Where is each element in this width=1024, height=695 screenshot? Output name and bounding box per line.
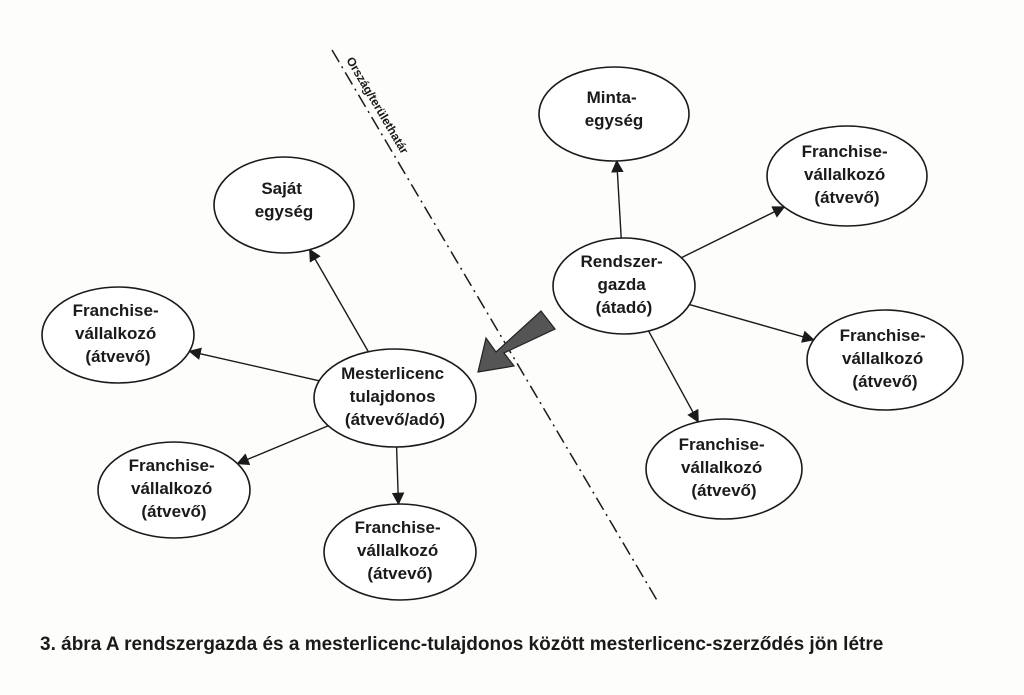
edge-arrow-mester-to-sajat xyxy=(309,248,369,353)
svg-text:Franchise- vállalkozó: Franchise- vállalkozó (átvevő) xyxy=(679,435,770,500)
node-line: egység xyxy=(255,202,314,221)
node-line: vállalkozó xyxy=(75,324,156,343)
svg-text:Franchise- vállalkozó: Franchise- vállalkozó (átvevő) xyxy=(840,326,931,391)
node-line: Saját xyxy=(261,179,302,198)
node-line: Franchise- xyxy=(802,142,888,161)
node-line: Franchise- xyxy=(679,435,765,454)
node-line: (átvevő) xyxy=(85,347,150,366)
node-line: vállalkozó xyxy=(804,165,885,184)
figure-caption: 3. ábra A rendszergazda és a mesterlicen… xyxy=(40,634,884,655)
svg-text:Franchise- vállalkozó: Franchise- vállalkozó (átvevő) xyxy=(355,518,446,583)
node-line: (átvevő/adó) xyxy=(345,410,445,429)
country-border-line xyxy=(331,49,659,603)
node-line: egység xyxy=(585,111,644,130)
node-mesterlicenc-tulajdonos: Mesterlicenc tulajdonos (átvevő/adó) xyxy=(313,348,477,448)
edge-arrow-rendszergazda-to-fr_r1 xyxy=(681,206,786,259)
node-line: tulajdonos xyxy=(350,387,436,406)
node-line: Mesterlicenc xyxy=(341,364,444,383)
node-line: (átvevő) xyxy=(852,372,917,391)
node-franchise-left-1: Franchise- vállalkozó (átvevő) xyxy=(41,286,195,384)
node-line: (átadó) xyxy=(596,298,653,317)
node-line: (átvevő) xyxy=(814,188,879,207)
node-line: Franchise- xyxy=(355,518,441,537)
node-franchise-right-1: Franchise- vállalkozó (átvevő) xyxy=(766,125,928,227)
node-line: Rendszer- xyxy=(581,252,663,271)
svg-text:Franchise- vállalkozó: Franchise- vállalkozó (átvevő) xyxy=(129,456,220,521)
svg-text:Minta- egység: Minta- egység xyxy=(585,88,644,130)
edge-arrow-mester-to-fr_l2 xyxy=(236,425,329,466)
edge-arrow-mester-to-fr_l3 xyxy=(391,446,405,506)
node-line: vállalkozó xyxy=(131,479,212,498)
node-franchise-left-2: Franchise- vállalkozó (átvevő) xyxy=(97,441,251,539)
edge-arrow-mester-to-fr_l1 xyxy=(188,347,320,382)
svg-text:Saját egység: Saját egység xyxy=(255,179,314,221)
edge-arrow-rendszergazda-to-fr_r3 xyxy=(647,330,699,423)
svg-text:Franchise- vállalkozó: Franchise- vállalkozó (átvevő) xyxy=(73,301,164,366)
node-sajat-egyseg: Saját egység xyxy=(213,156,355,254)
svg-text:Franchise- vállalkozó: Franchise- vállalkozó (átvevő) xyxy=(802,142,893,207)
node-franchise-right-3: Franchise- vállalkozó (átvevő) xyxy=(645,418,803,520)
node-line: vállalkozó xyxy=(681,458,762,477)
edge-arrow-rendszergazda-to-fr_r2 xyxy=(689,303,815,343)
node-line: gazda xyxy=(598,275,647,294)
transfer-arrow xyxy=(477,310,556,373)
node-rendszergazda: Rendszer- gazda (átadó) xyxy=(552,237,696,335)
node-line: vállalkozó xyxy=(357,541,438,560)
node-franchise-right-2: Franchise- vállalkozó (átvevő) xyxy=(806,309,964,411)
edge-arrow-rendszergazda-to-minta xyxy=(611,159,624,239)
node-line: (átvevő) xyxy=(691,481,756,500)
svg-text:Mesterlicenc tulajdono: Mesterlicenc tulajdonos (átvevő/adó) xyxy=(341,364,449,429)
node-line: Franchise- xyxy=(129,456,215,475)
node-line: vállalkozó xyxy=(842,349,923,368)
node-minta-egyseg: Minta- egység xyxy=(538,66,690,162)
node-franchise-left-3: Franchise- vállalkozó (átvevő) xyxy=(323,503,477,601)
node-line: (átvevő) xyxy=(367,564,432,583)
node-line: Franchise- xyxy=(840,326,926,345)
node-line: (átvevő) xyxy=(141,502,206,521)
node-line: Franchise- xyxy=(73,301,159,320)
node-line: Minta- xyxy=(587,88,637,107)
edges-layer xyxy=(188,159,815,506)
svg-text:Rendszer- gazda: Rendszer- gazda (átadó) xyxy=(581,252,668,317)
country-border-label: Ország/területhatár xyxy=(343,54,411,156)
